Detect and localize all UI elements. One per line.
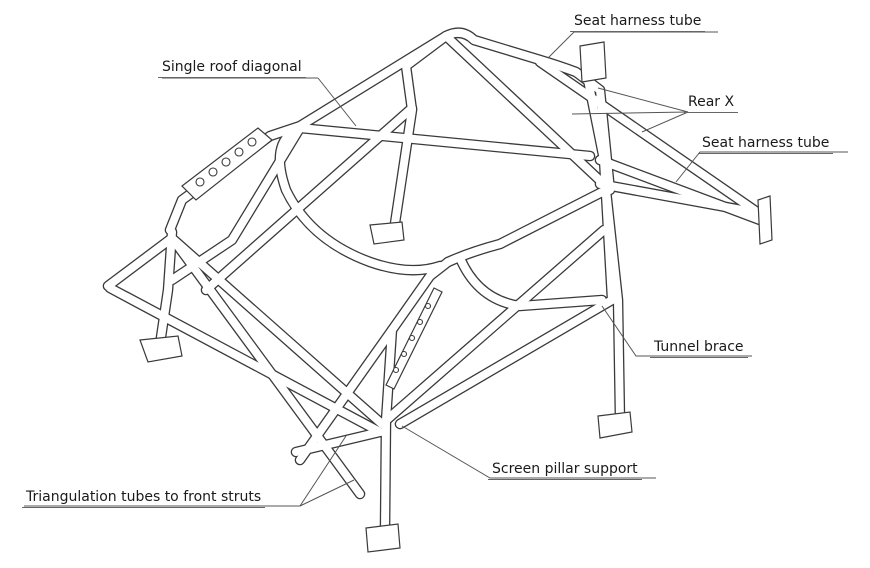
cage-tube [168,124,304,284]
cage-tube [170,236,386,428]
cage-tubes-fill [104,28,768,534]
label-single-roof-diagonal: Single roof diagonal [158,59,306,78]
cage-tube [296,124,594,160]
cage-tube [442,32,612,192]
label-screen-pillar-support: Screen pillar support [488,461,642,480]
cage-tube [296,326,396,464]
cage-tube [168,234,364,498]
cage-tube [536,58,764,218]
mounting-feet [139,41,773,553]
cage-tube [402,32,450,70]
cage-tube [202,104,416,294]
label-rear-x: Rear X [684,94,739,113]
cage-tube [296,28,580,130]
label-seat-harness-tube-right: Seat harness tube [698,135,834,154]
cage-tube [396,296,616,428]
label-seat-harness-tube-top: Seat harness tube [570,13,706,32]
cage-tube [444,186,610,266]
cage-tube [104,234,176,290]
label-tunnel-brace: Tunnel brace [650,339,748,358]
pillar-gusset-strip [385,287,443,390]
label-triangulation-tubes: Triangulation tubes to front struts [22,489,266,508]
cage-tube [156,228,176,348]
cage-tube [378,226,608,428]
cage-tube [596,180,768,218]
leader-lines [24,31,848,507]
front-gusset-plate [181,127,273,201]
